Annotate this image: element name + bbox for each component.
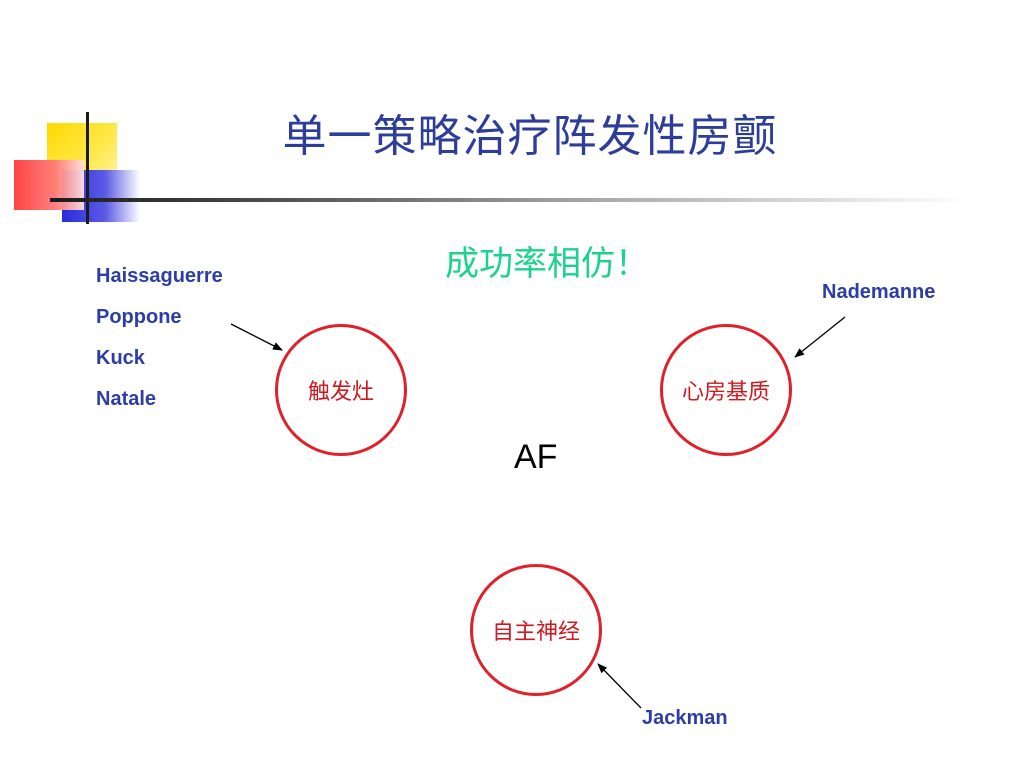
author-list-left: Haissaguerre Poppone Kuck Natale xyxy=(96,262,223,426)
slide-title: 单一策略治疗阵发性房颤 xyxy=(282,111,778,162)
title-underline xyxy=(50,198,970,202)
arrow-right-to-substrate xyxy=(794,316,846,358)
arrow-bottom-to-autonomic xyxy=(597,663,642,709)
slide-subtitle: 成功率相仿！ xyxy=(445,244,649,284)
author-bottom: Jackman xyxy=(642,707,728,729)
decor-vertical-line xyxy=(86,112,89,224)
node-trigger: 触发灶 xyxy=(275,324,407,456)
node-substrate: 心房基质 xyxy=(660,324,792,456)
node-autonomic: 自主神经 xyxy=(470,564,602,696)
author-item: Kuck xyxy=(96,347,145,369)
author-item: Haissaguerre xyxy=(96,265,223,287)
center-label: AF xyxy=(514,438,558,476)
arrow-left-to-trigger xyxy=(230,323,283,351)
author-right: Nademanne xyxy=(822,281,936,303)
author-item: Poppone xyxy=(96,306,182,328)
author-item: Natale xyxy=(96,388,157,410)
decor-red-square xyxy=(14,160,84,210)
